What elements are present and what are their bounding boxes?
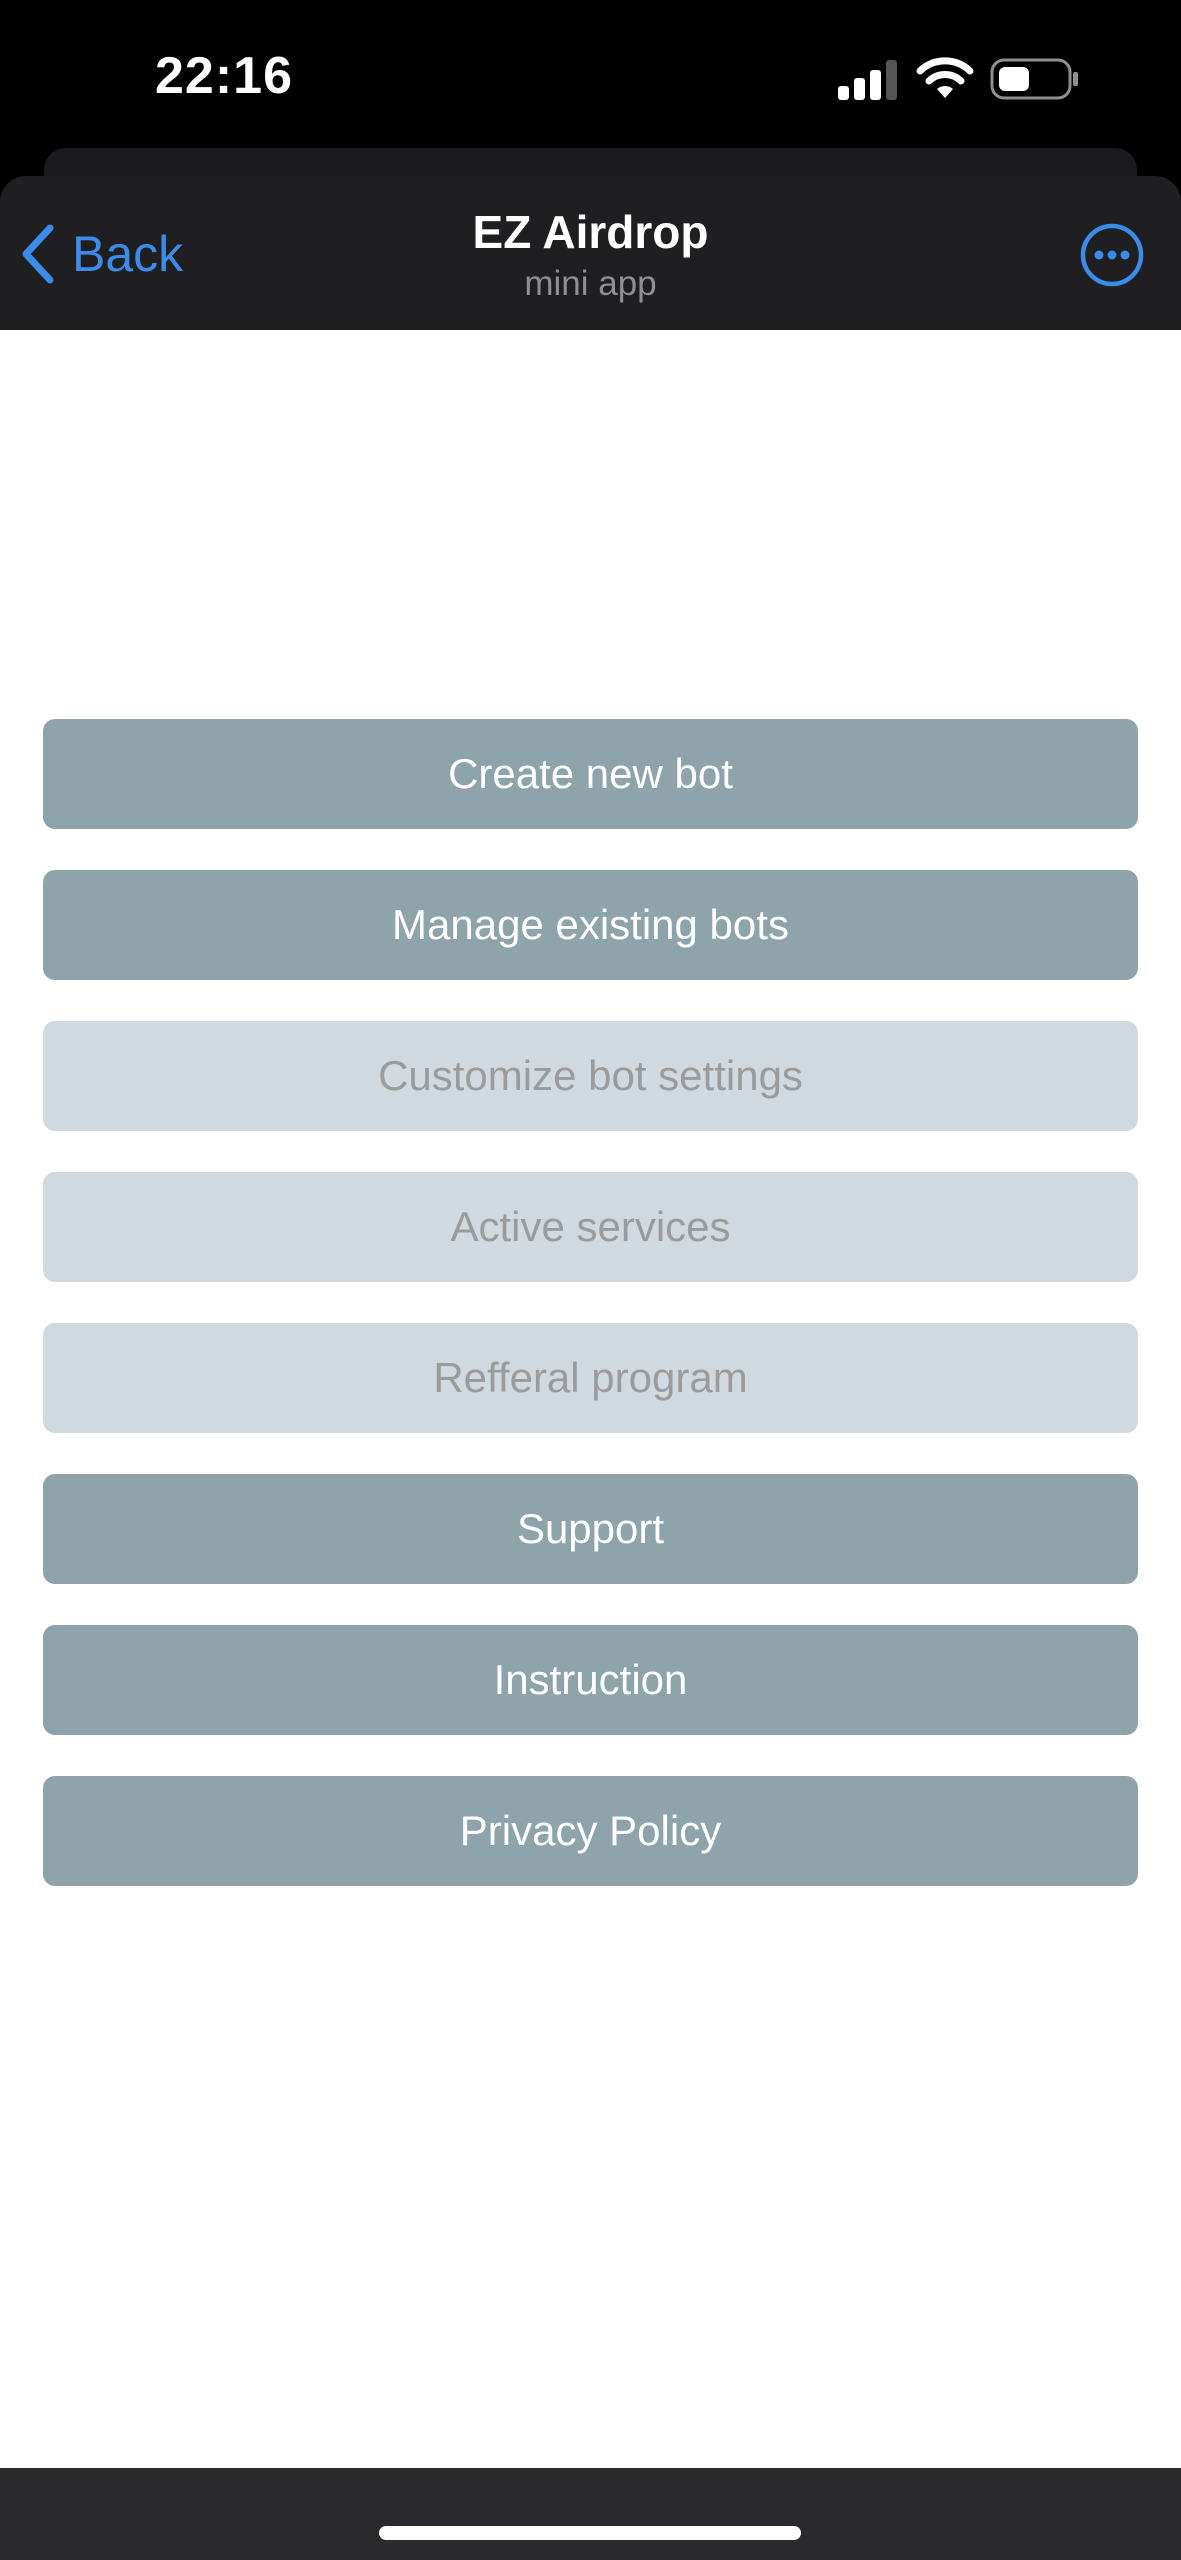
page-subtitle: mini app	[524, 264, 657, 303]
more-options-icon[interactable]	[1079, 222, 1145, 288]
instruction-button[interactable]: Instruction	[43, 1625, 1138, 1735]
mini-app-header: Back EZ Airdrop mini app	[0, 176, 1181, 330]
active-services-button[interactable]: Active services	[43, 1172, 1138, 1282]
page-title: EZ Airdrop	[472, 206, 709, 258]
battery-icon	[990, 58, 1078, 100]
support-button[interactable]: Support	[43, 1474, 1138, 1584]
manage-existing-bots-button[interactable]: Manage existing bots	[43, 870, 1138, 980]
customize-bot-settings-button[interactable]: Customize bot settings	[43, 1021, 1138, 1131]
cellular-signal-icon	[838, 60, 898, 100]
privacy-policy-button[interactable]: Privacy Policy	[43, 1776, 1138, 1886]
chevron-left-icon	[22, 224, 54, 284]
status-time: 22:16	[155, 47, 293, 105]
title-block: EZ Airdrop mini app	[0, 204, 1181, 306]
referral-program-button[interactable]: Refferal program	[43, 1323, 1138, 1433]
back-label: Back	[72, 226, 184, 282]
status-bar: 22:16	[0, 0, 1181, 150]
home-indicator[interactable]	[379, 2526, 801, 2540]
bottom-bar	[0, 2468, 1181, 2560]
wifi-icon	[916, 57, 974, 98]
mini-app-content: Create new bot Manage existing bots Cust…	[0, 330, 1181, 2468]
create-new-bot-button[interactable]: Create new bot	[43, 719, 1138, 829]
back-button[interactable]: Back	[18, 214, 183, 294]
